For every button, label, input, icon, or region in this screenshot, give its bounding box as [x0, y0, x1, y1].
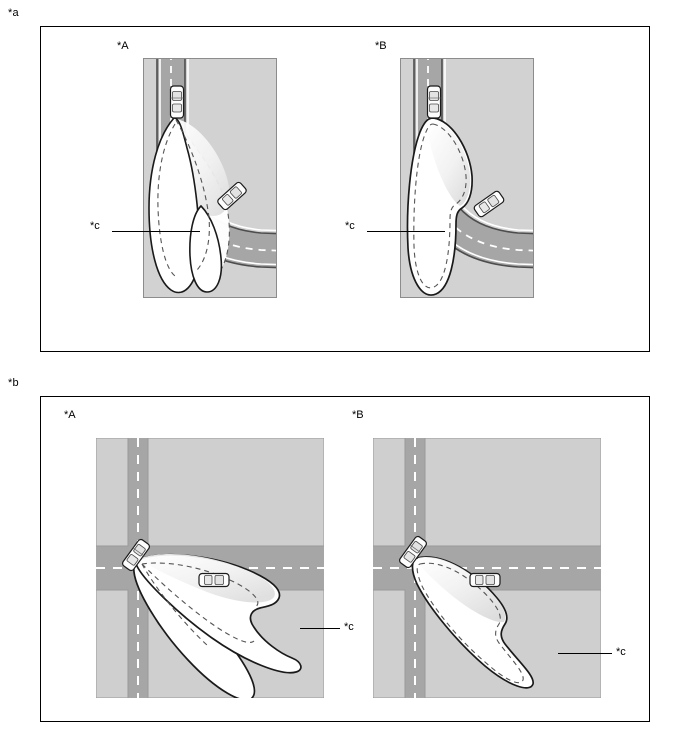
vehicle-ego-a-B	[426, 85, 442, 119]
callout-leader-a-B	[367, 231, 445, 232]
figure-label-b: *b	[8, 377, 19, 389]
scene-b-B-illustration	[373, 438, 601, 698]
vehicle-oncoming-a-A	[217, 181, 247, 211]
scene-label-a-B: *B	[375, 40, 387, 52]
vehicle-oncoming-b-B	[469, 572, 501, 588]
scene-label-b-A: *A	[64, 409, 76, 421]
callout-leader-b-A	[300, 628, 340, 629]
vehicle-oncoming-a-B	[473, 190, 505, 218]
scene-label-b-B: *B	[352, 409, 364, 421]
callout-leader-b-B	[558, 653, 612, 654]
callout-label-b-B: *c	[616, 646, 626, 658]
scene-b-A-illustration	[96, 438, 324, 698]
callout-label-a-A: *c	[90, 220, 100, 232]
figure-label-a: *a	[8, 7, 19, 19]
scene-a-B-illustration	[400, 58, 534, 298]
vehicle-ego-b-A	[122, 538, 150, 572]
vehicle-ego-a-A	[169, 85, 185, 119]
callout-label-b-A: *c	[344, 621, 354, 633]
scene-a-A-illustration	[143, 58, 277, 298]
scene-label-a-A: *A	[117, 40, 129, 52]
callout-leader-a-A	[112, 231, 200, 232]
vehicle-ego-b-B	[399, 535, 427, 569]
panel-a-frame	[40, 26, 650, 352]
callout-label-a-B: *c	[345, 220, 355, 232]
vehicle-oncoming-b-A	[198, 572, 230, 588]
